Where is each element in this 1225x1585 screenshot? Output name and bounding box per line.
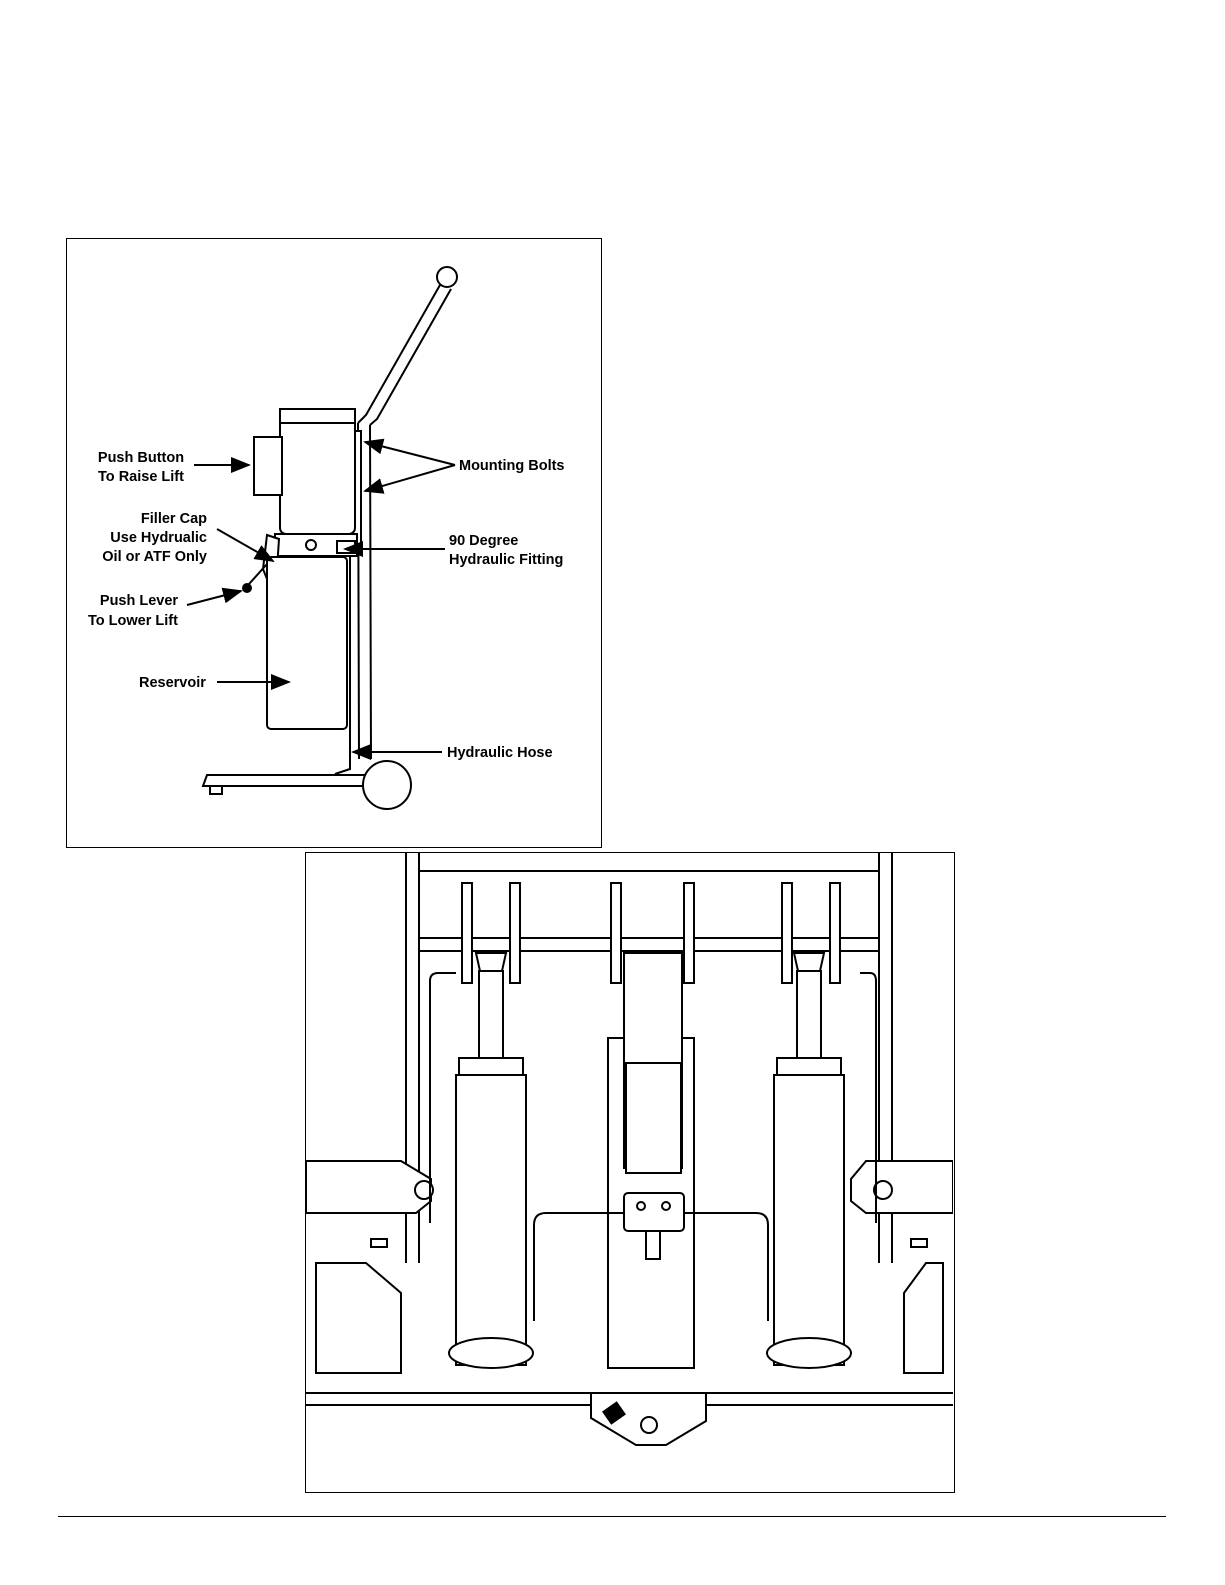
left-cylinder-rod [479,971,503,1071]
motor-cap [280,409,355,423]
label-mounting-bolts: Mounting Bolts [459,458,565,474]
base-frame [203,775,372,786]
motor-housing [280,409,355,534]
arrow-mounting-bolt-top [365,442,455,465]
label-filler-cap-3: Oil or ATF Only [102,549,207,565]
arrow-filler-cap [217,529,273,561]
right-bracket [851,1161,953,1213]
label-push-lever-2: To Lower Lift [88,613,178,629]
center-valve-block [624,1193,684,1231]
clevis-tab [510,883,520,983]
handle-knob [437,267,457,287]
logo-plate-hole [641,1417,657,1433]
lift-assembly-drawing [306,853,953,1491]
left-cylinder-base [449,1338,533,1368]
hydraulic-fitting [337,541,355,553]
right-cylinder-collar [777,1058,841,1075]
valve-stem [646,1231,660,1259]
label-filler-cap-1: Filler Cap [141,511,207,527]
label-fitting-1: 90 Degree [449,533,518,549]
reservoir-tank [267,557,347,729]
right-hydraulic-line [684,1213,768,1321]
left-bracket-slot [371,1239,387,1247]
wheel [363,761,411,809]
pump-station-drawing: Push Button To Raise Lift Filler Cap Use… [67,239,600,846]
right-bracket-slot [911,1239,927,1247]
pump-station-lines [203,267,457,809]
label-filler-cap-2: Use Hydrualic [110,530,207,546]
clevis-tab [830,883,840,983]
base-foot [210,786,222,794]
arrow-push-lever [187,591,241,605]
push-button-housing [254,437,282,495]
clevis-tab [684,883,694,983]
pump-station-figure: Push Button To Raise Lift Filler Cap Use… [66,238,602,848]
label-push-button-1: Push Button [98,450,184,466]
clevis-tab [462,883,472,983]
right-cylinder-cap [794,953,824,971]
lift-frame [306,853,953,1445]
label-reservoir: Reservoir [139,675,206,691]
footer-rule [58,1516,1166,1517]
right-cylinder-rod [797,971,821,1071]
clevis-tab [611,883,621,983]
lever-knob [243,584,251,592]
label-push-lever-1: Push Lever [100,593,179,609]
arrow-mounting-bolt-bottom [365,465,455,491]
left-cylinder-collar [459,1058,523,1075]
left-bracket [306,1161,431,1213]
right-foot [904,1263,943,1373]
right-cylinder-body [774,1075,844,1365]
center-cylinder-head [626,1063,681,1173]
clevis-tab [782,883,792,983]
valve-port [662,1202,670,1210]
left-cylinder-body [456,1075,526,1365]
right-cylinder-base [767,1338,851,1368]
left-side-line [430,973,456,1223]
left-cylinder-cap [476,953,506,971]
label-hose: Hydraulic Hose [447,745,553,761]
handle-bar [358,285,451,425]
lift-assembly-figure [305,852,955,1493]
label-push-button-2: To Raise Lift [98,469,184,485]
label-fitting-2: Hydraulic Fitting [449,552,563,568]
left-foot [316,1263,401,1373]
valve-port [637,1202,645,1210]
